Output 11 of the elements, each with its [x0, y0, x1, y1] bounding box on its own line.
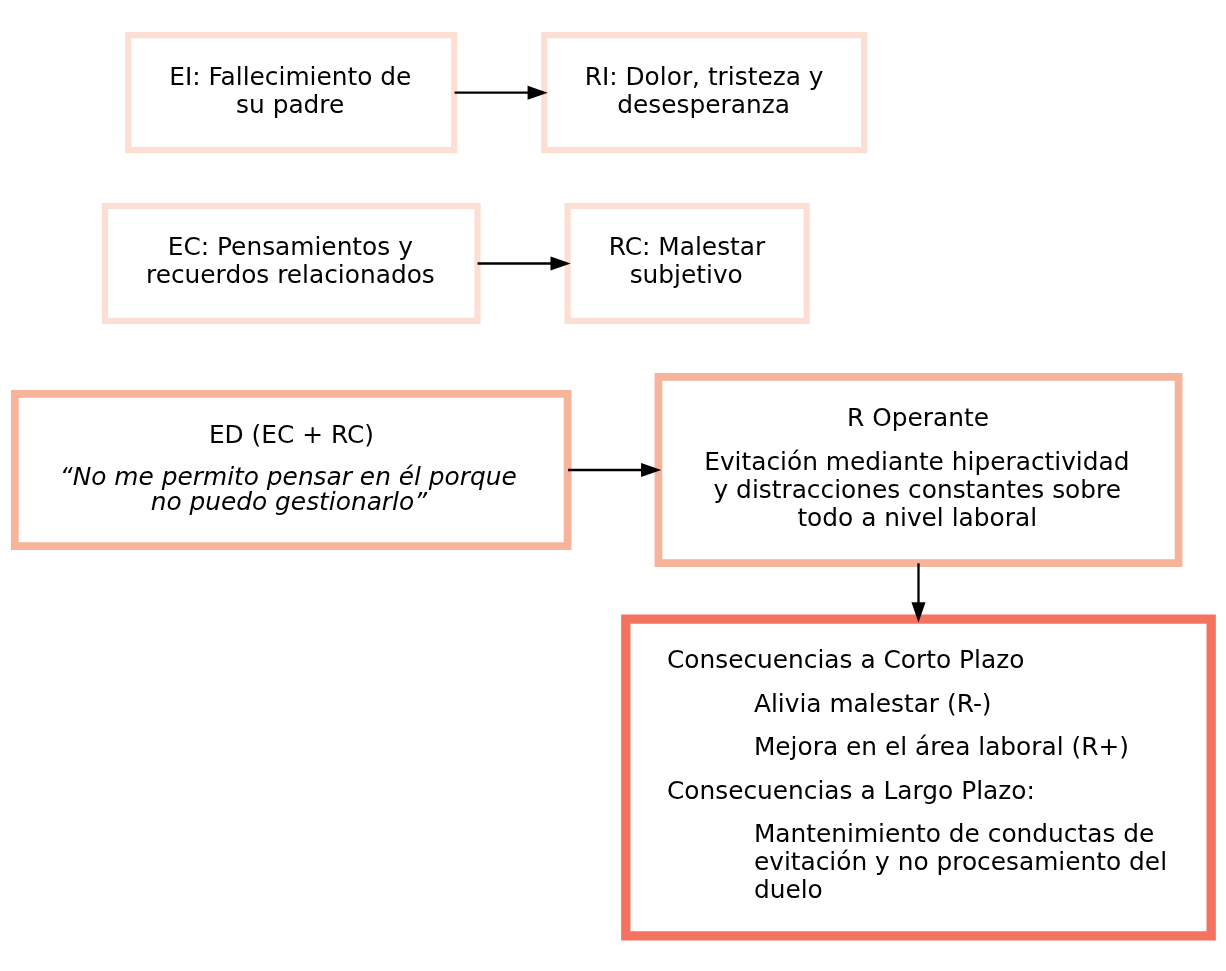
- node-box: RI: Dolor, tristeza y desesperanza: [541, 32, 868, 154]
- node-box: EI: Fallecimiento de su padre: [125, 32, 458, 154]
- arrow: [477, 256, 571, 271]
- arrow: [568, 462, 662, 478]
- arrow: [454, 85, 548, 100]
- node-box: ED (EC + RC) “No me permito pensar en él porque no puedo gestionarlo”: [10, 390, 572, 550]
- node-box: RC: Malestar subjetivo: [564, 202, 810, 324]
- node-box: Consecuencias a Corto Plazo Alivia malestar (R-) Mejora en el área laboral (R+) Consecuencias a Largo Plazo: Mantenimiento de conductas de evitación y no procesamiento del duelo: [621, 614, 1216, 941]
- node-box: R Operante Evitación mediante hiperactividad y distracciones constantes sobre todo a nivel laboral: [654, 372, 1183, 567]
- arrow: [911, 563, 926, 623]
- node-box: EC: Pensamientos y recuerdos relacionados: [101, 202, 481, 324]
